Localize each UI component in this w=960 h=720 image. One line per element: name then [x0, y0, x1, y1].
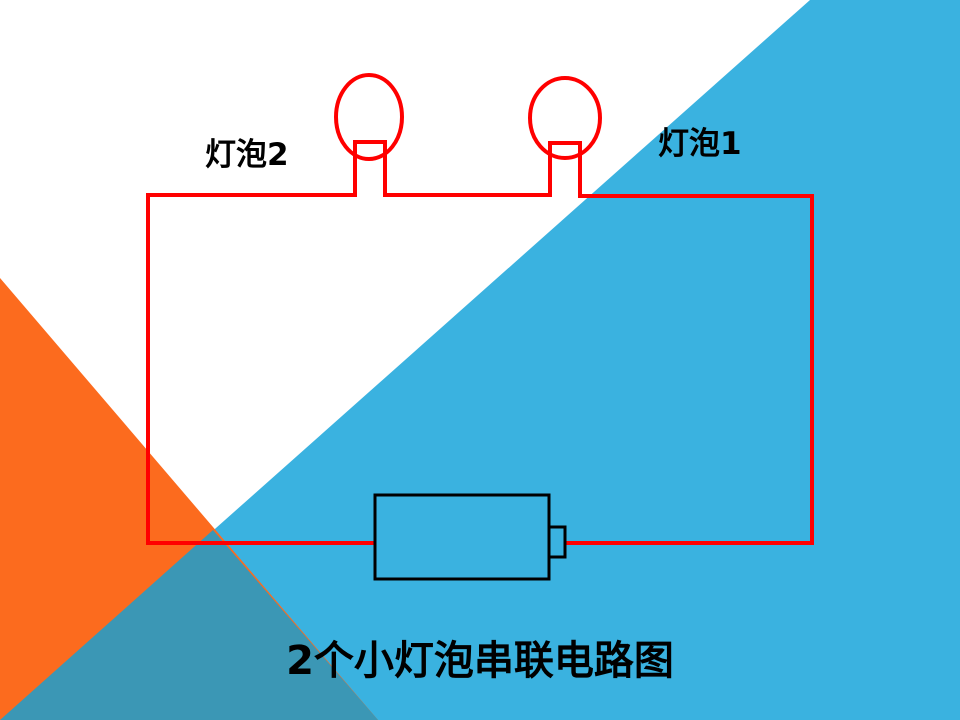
bulb-2-icon [334, 73, 404, 161]
wire-loop [146, 140, 814, 545]
diagram-caption: 2个小灯泡串联电路图 [286, 638, 674, 684]
bulb-2-label: 灯泡2 [205, 137, 289, 173]
orange-triangle [0, 278, 378, 720]
bulb-1-icon [528, 76, 602, 160]
bulb-1-label: 灯泡1 [658, 126, 742, 162]
battery-icon [373, 493, 567, 581]
circuit-wire [146, 140, 814, 545]
battery-terminal [547, 525, 567, 559]
overlap-triangle [0, 530, 378, 720]
